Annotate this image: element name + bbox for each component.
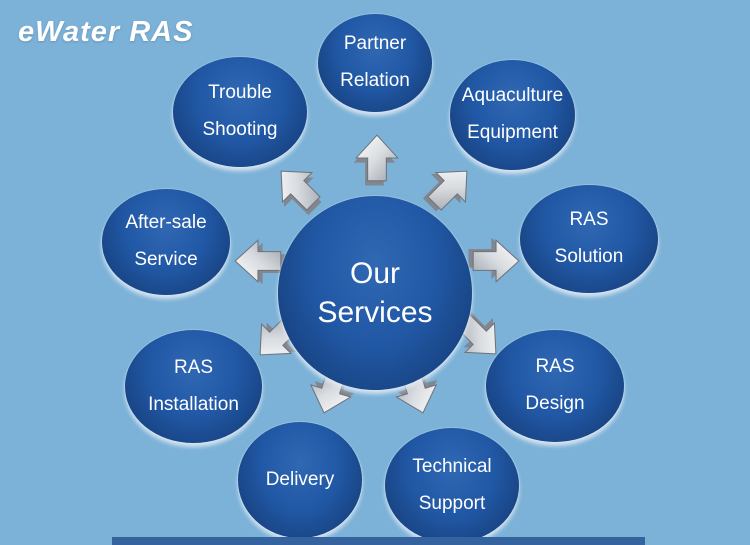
bubble-label: Partner (343, 33, 407, 55)
bubble-ras-solution: RAS Solution (520, 185, 658, 293)
bubble-label: Delivery (265, 468, 335, 490)
center-bubble-line: Our (349, 257, 400, 290)
bubble-delivery: Delivery (238, 422, 362, 538)
page-title: eWater RAS (18, 16, 194, 48)
bubble-label: Design (525, 393, 585, 414)
bubble-after-sale-service: After-sale Service (102, 189, 230, 295)
bubble-label: Installation (148, 393, 239, 415)
bubble-technical-support: Technical Support (385, 428, 519, 543)
arrow-east-icon (468, 238, 520, 283)
bubble-label: RAS (569, 209, 609, 231)
arrow-west-icon (234, 239, 286, 284)
bubble-aquaculture-equipment: Aquaculture Equipment (450, 60, 575, 170)
bubble-label: RAS (173, 356, 214, 378)
bubble-label: RAS (535, 356, 575, 378)
bubble-label: Trouble (208, 82, 272, 104)
bubble-trouble-shooting: Trouble Shooting (173, 57, 307, 167)
center-bubble-line: Services (317, 296, 433, 329)
bubble-label: Support (418, 492, 486, 514)
bubble-label: Equipment (467, 122, 558, 143)
bubble-label: After-sale (125, 212, 207, 234)
bubble-label: Relation (340, 70, 410, 91)
bubble-label: Aquaculture (461, 85, 564, 107)
bottom-strip (112, 537, 645, 545)
bubble-label: Service (134, 249, 198, 270)
bubble-label: Shooting (202, 119, 278, 140)
bubble-partner-relation: Partner Relation (318, 14, 432, 112)
bubble-label: Technical (412, 455, 492, 477)
arrow-north-icon (354, 134, 399, 186)
bubble-label: Solution (554, 246, 624, 267)
center-bubble-our-services: Our Services (278, 196, 472, 390)
bubble-ras-installation: RAS Installation (125, 330, 262, 443)
bubble-ras-design: RAS Design (486, 330, 624, 442)
